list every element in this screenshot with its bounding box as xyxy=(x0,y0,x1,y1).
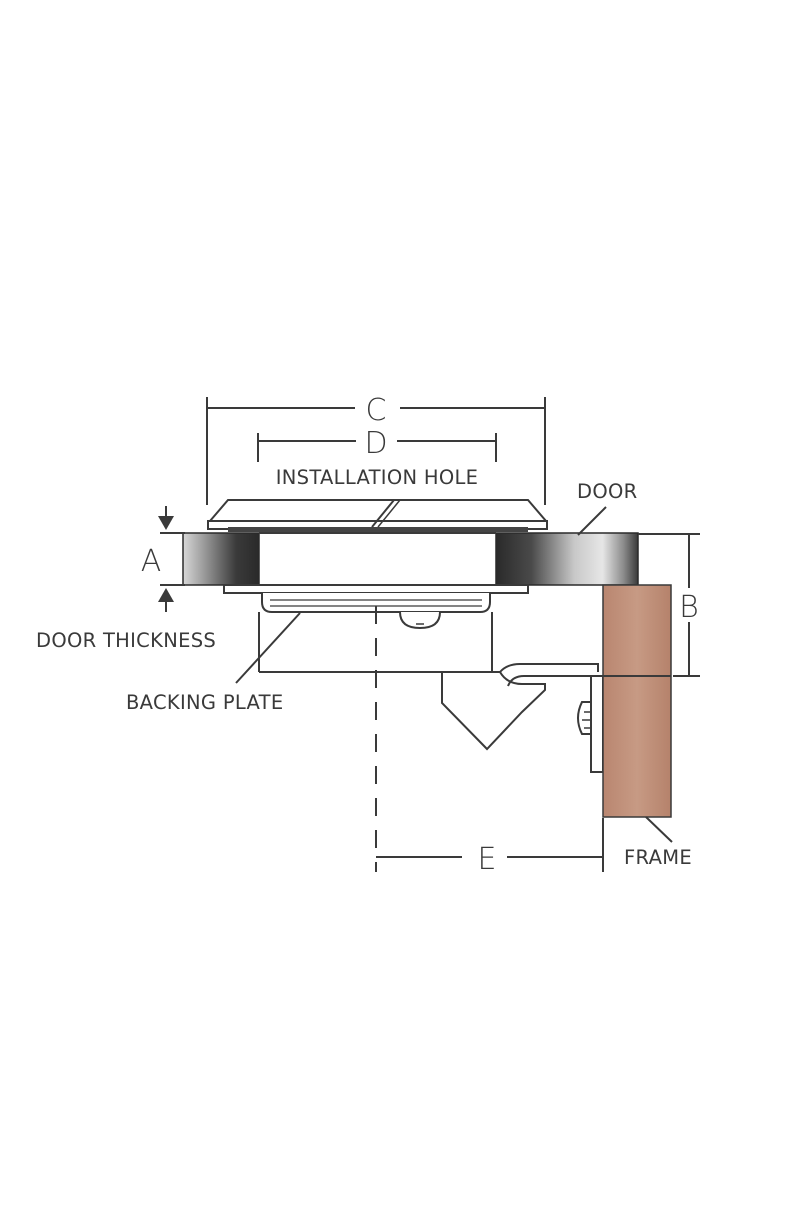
dimension-e-label: E xyxy=(478,842,497,877)
strike-bracket xyxy=(577,675,604,773)
door-label: DOOR xyxy=(577,480,637,503)
backing-plate-label: BACKING PLATE xyxy=(126,691,283,714)
door-thickness-label: DOOR THICKNESS xyxy=(36,629,216,652)
door-leader xyxy=(577,506,607,536)
dimension-c xyxy=(206,397,546,505)
door-panel xyxy=(182,532,700,586)
dimension-d xyxy=(257,433,497,462)
dimension-e xyxy=(376,818,604,872)
dimension-d-label: D xyxy=(364,426,387,461)
backing-plate-leader xyxy=(235,612,301,684)
frame-label: FRAME xyxy=(624,846,692,869)
latch-body xyxy=(258,612,500,673)
backing-plate xyxy=(223,584,529,630)
installation-hole-label: INSTALLATION HOLE xyxy=(276,466,479,489)
dimension-a xyxy=(158,506,185,612)
latch-bolt xyxy=(441,663,599,751)
dimension-b xyxy=(673,534,700,677)
dimension-c-label: C xyxy=(366,393,387,428)
dimension-b-label: B xyxy=(679,590,699,625)
frame-leader xyxy=(645,816,673,843)
frame xyxy=(602,584,672,818)
latch-flange xyxy=(207,499,549,532)
dimension-a-label: A xyxy=(141,544,162,579)
